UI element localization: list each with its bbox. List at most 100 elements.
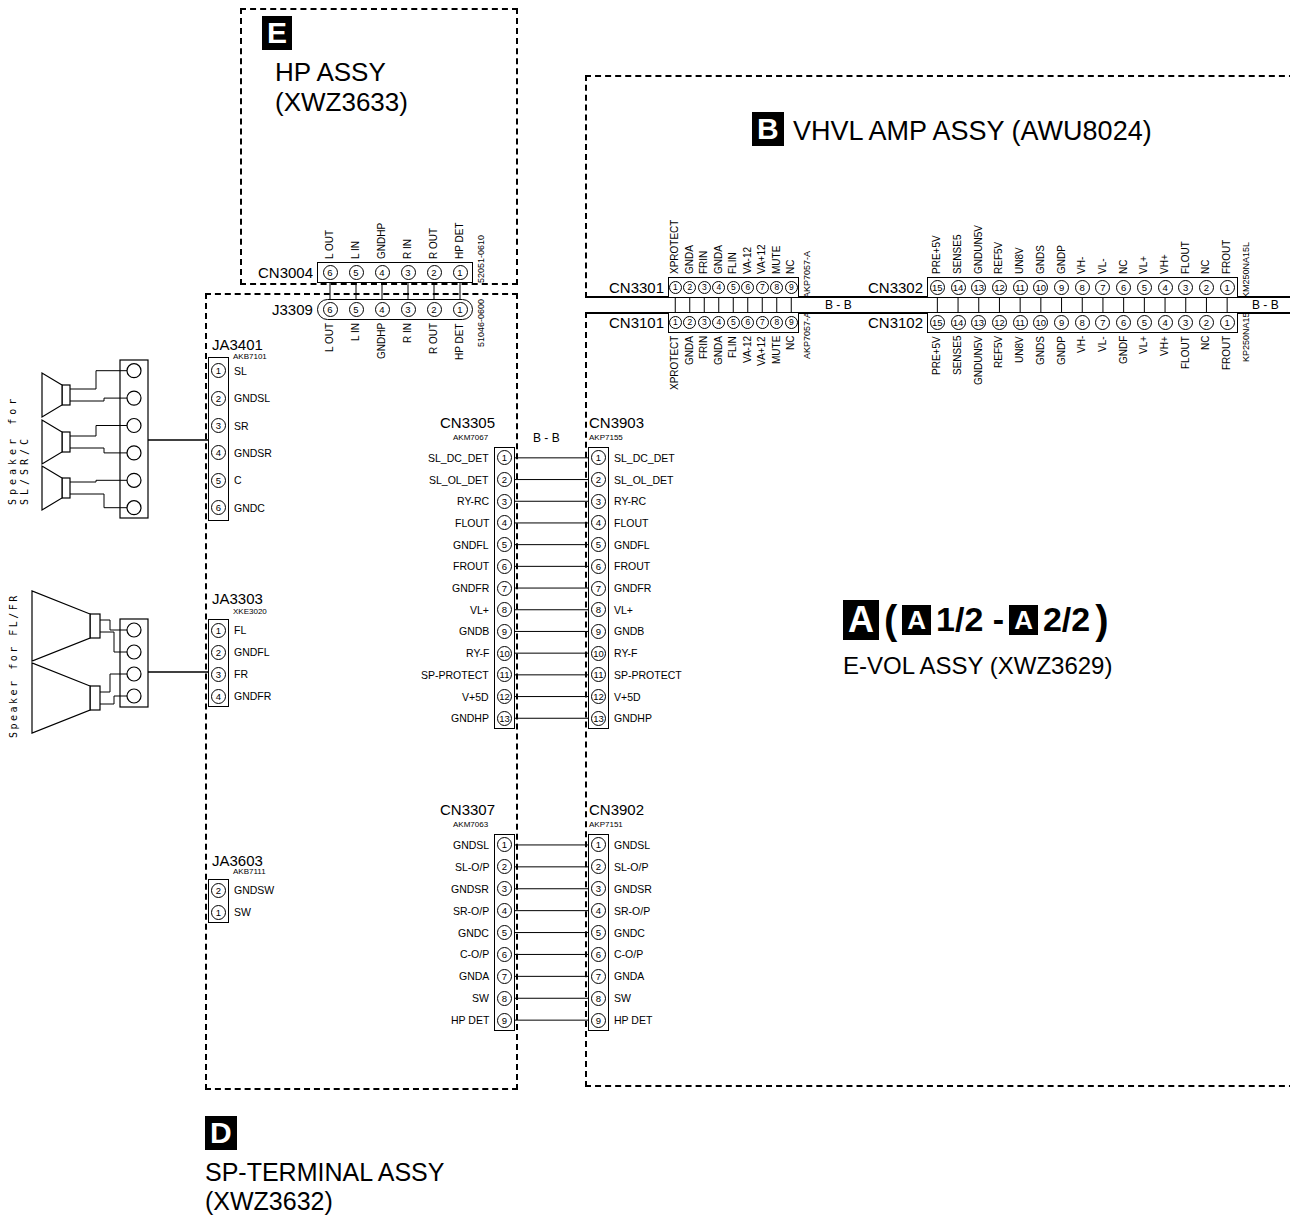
pin-number: 5 [349,265,364,280]
pin-number: 8 [591,991,606,1006]
connector-box: CN3902AKP7151123456789 [588,834,609,1031]
pin-number: 7 [1095,315,1110,330]
speaker-magnet [90,614,100,638]
signal-name: GNDA [713,245,725,274]
terminal [127,501,141,515]
wire [1165,298,1166,312]
signal-name: GNDFL [234,645,270,659]
pin-number: 7 [756,316,769,329]
pin-number: 6 [323,265,338,280]
speaker-wires [100,620,208,704]
wire [515,866,588,867]
signal-name: R OUT [428,228,440,259]
section-mark: B - B [531,432,562,445]
signal-name: VL+ [1138,336,1150,354]
pin-number: 1 [453,265,468,280]
pin-number: 12 [591,689,606,704]
signal-name: FROUT [1221,240,1233,274]
assembly-region: J330951046-0600654321JA3401AKB7101123456… [205,293,518,1090]
signal-name: GNDA [459,969,489,983]
wire [515,544,588,545]
signal-name: SW [234,905,251,919]
assembly-letter: D [205,1116,237,1150]
cable [148,439,208,441]
assembly-title: SP-TERMINAL ASSY (XWZ3632) [205,1158,535,1216]
terminal [127,667,141,681]
signal-name: FLOUT [1180,336,1192,369]
signal-name: GNDSR [451,882,489,896]
pin-number: 6 [323,302,338,317]
pin-number: 2 [211,391,226,406]
speaker-magnet [62,432,70,452]
signal-name: SENSE5 [952,235,964,274]
pin-number: 5 [497,925,512,940]
signal-name: HP DET [451,1013,489,1027]
pin-number: 5 [727,281,740,294]
wire [515,932,588,933]
signal-name: UN8V [1014,247,1026,274]
speaker-wires [70,371,208,508]
signal-name: FLOUT [1180,241,1192,274]
wire [1144,298,1145,312]
signal-name: SW [472,991,489,1005]
signal-name: XPROTECT [669,220,681,274]
pin-number: 5 [591,925,606,940]
wire [515,888,588,889]
pin-number: 11 [1013,280,1028,295]
speaker-wire [100,632,127,652]
connector-name: CN3307 [440,801,495,818]
signal-name: PRE+5V [931,336,943,375]
wire [515,631,588,632]
signal-name: FRIN [698,251,710,274]
signal-name: NC [785,336,797,350]
signal-name: GNDC [614,926,645,940]
signal-name: GNDSL [234,391,270,405]
signal-name: GNDC [234,501,265,515]
pin-number: 3 [591,494,606,509]
wire [408,283,409,299]
pin-number: 2 [683,281,696,294]
assembly-letter: A [902,605,931,635]
pin-number: 3 [401,302,416,317]
signal-name: VH- [1076,336,1088,353]
signal-name: RY-RC [457,494,489,508]
signal-name: GNDP [1056,245,1068,274]
wire [515,609,588,610]
signal-name: R IN [402,323,414,343]
signal-name: GNDFL [453,538,489,552]
terminal [127,364,141,378]
pin-number: 1 [211,623,226,638]
signal-name: GNDFL [614,538,650,552]
wire [978,298,979,312]
signal-name: VA-12 [742,336,754,363]
pin-number: 8 [591,602,606,617]
pin-number: 2 [211,883,226,898]
pin-number: 8 [770,316,783,329]
pin-number: 8 [1075,280,1090,295]
pin-number: 6 [497,559,512,574]
pin-number: 4 [497,515,512,530]
part-number: 52051-0610 [476,235,487,283]
part-number: AKM7063 [453,819,488,830]
signal-name: GNDSL [453,838,489,852]
terminal [127,645,141,659]
pin-number: 12 [992,315,1007,330]
pin-number: 6 [591,947,606,962]
pin-number: 11 [1013,315,1028,330]
part-number: KP250NA15 [1241,312,1252,362]
wire [515,910,588,911]
connector-box: CN3305AKM706712345678910111213 [494,447,515,729]
wire [1206,298,1207,312]
pin-number: 14 [951,315,966,330]
wire [1040,298,1041,312]
signal-name: L OUT [324,230,336,259]
pin-number: 2 [1199,315,1214,330]
pin-number: 6 [591,559,606,574]
pin-number: 10 [1033,280,1048,295]
pin-number: 3 [591,881,606,896]
speaker-magnet [62,385,70,405]
wire [689,298,690,312]
speaker-set-front [32,591,148,733]
